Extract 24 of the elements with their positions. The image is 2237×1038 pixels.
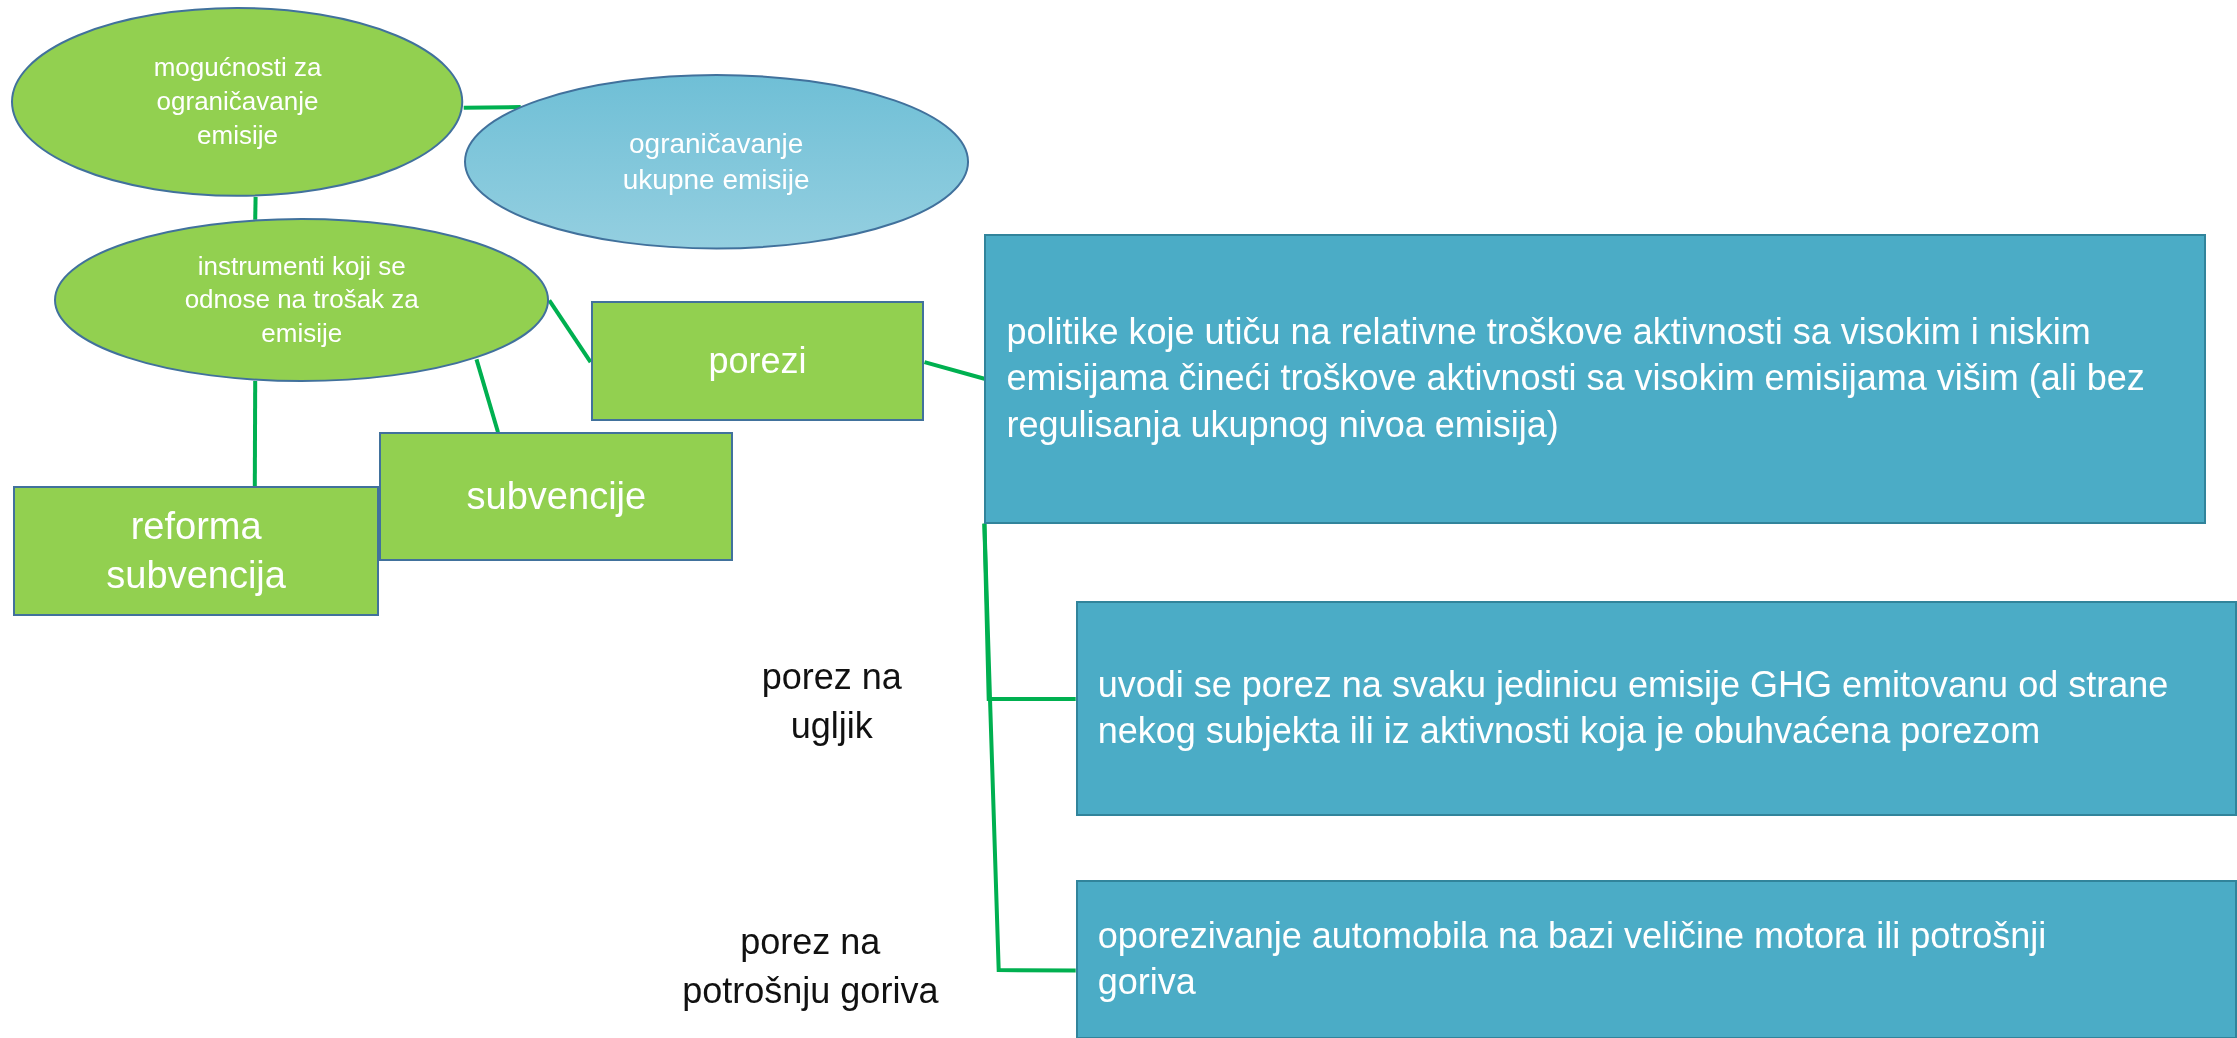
text-box xyxy=(984,233,2206,524)
connector-line xyxy=(982,523,1076,973)
text-box xyxy=(1075,880,2237,1038)
text-box xyxy=(379,432,734,561)
connector-line xyxy=(463,105,521,110)
node-text: reforma subvencija xyxy=(105,504,287,599)
ellipse-node xyxy=(54,218,550,383)
node-text: instrumenti koji se odnose na trošak za emisije xyxy=(183,249,420,351)
node-text: ograničavanje ukupne emisije xyxy=(621,126,811,197)
node-text: politike koje utiču na relativne troškove aktivnosti sa visokim i niskim emisijama čineći troškove aktivnosti sa visokim emisijama višim (ali bez regulisanja ukupnog nivoa emisija) xyxy=(1006,309,2146,448)
ellipse-node xyxy=(463,74,969,250)
connector-line xyxy=(474,358,500,433)
text-box xyxy=(1075,600,2237,817)
text-box xyxy=(12,486,380,617)
node-text: uvodi se porez na svaku jedinicu emisije GHG emitovanu od strane nekog subjekta ili iz aktivnosti koja je obuhvaćena porezom xyxy=(1097,662,2170,754)
connector-line xyxy=(923,360,985,381)
ellipse-node xyxy=(11,7,464,197)
connector-line xyxy=(253,196,258,220)
node-text: subvencije xyxy=(466,473,647,519)
node-text: porezi xyxy=(708,338,807,383)
connector-line xyxy=(252,380,258,487)
node-text: oporezivanje automobila na bazi veličine motora ili potrošnji goriva xyxy=(1097,913,2048,1005)
node-text: mogućnosti za ograničavanje emisije xyxy=(152,51,323,152)
text-box xyxy=(590,301,925,421)
